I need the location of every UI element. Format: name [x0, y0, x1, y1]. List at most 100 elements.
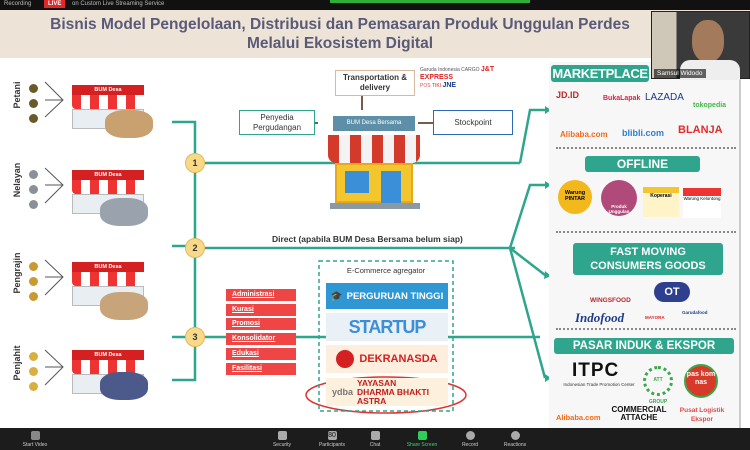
- courier-logo: J&T EXPRESS: [420, 66, 495, 81]
- reactions-button[interactable]: Reactions: [495, 431, 535, 448]
- arrow-line: [508, 247, 547, 379]
- garudafood-logo: Garudafood: [682, 310, 708, 315]
- wingsfood-logo: WINGSFOOD: [590, 297, 631, 304]
- service-item: Edukasi: [226, 348, 296, 360]
- shared-slide: Bisnis Model Pengelolaan, Distribusi dan…: [0, 10, 750, 428]
- direct-label: Direct (apabila BUM Desa Bersama belum s…: [272, 234, 463, 244]
- store-base: [330, 203, 420, 209]
- ecommerce-dashed-box: [318, 260, 454, 412]
- participant-face: [692, 20, 724, 62]
- service-item: Kurasi: [226, 304, 296, 316]
- tokopedia-logo: tokopedia: [693, 102, 727, 109]
- textile-image: [100, 372, 148, 400]
- commercial-attache-logo: COMMERCIAL ATTACHE: [611, 405, 667, 422]
- share-screen-icon: [417, 431, 427, 440]
- graduation-cap-icon: 🎓: [330, 290, 343, 302]
- title-line-2: Melalui Ekosistem Digital: [246, 35, 434, 52]
- step-3-badge: 3: [185, 327, 205, 347]
- screen-share-indicator[interactable]: [330, 0, 530, 3]
- slide-title: Bisnis Model Pengelolaan, Distribusi dan…: [0, 10, 750, 58]
- stream-service-dropdown[interactable]: on Custom Live Streaming Service: [72, 1, 165, 7]
- fisherman-icons: [29, 170, 38, 209]
- highlight-ellipse: [305, 376, 467, 414]
- itpc-logo: ITPC: [572, 360, 620, 381]
- service-item: Administrasi: [226, 289, 296, 301]
- step-2-badge: 2: [185, 238, 205, 258]
- step-1-badge: 1: [185, 153, 205, 173]
- divider: [556, 147, 736, 149]
- warung-pintar-logo: Warung PINTAR: [558, 180, 592, 214]
- blibli-logo: blibli.com: [622, 128, 665, 138]
- recording-indicator[interactable]: Recording: [4, 1, 32, 7]
- zoom-top-bar: Recording LIVE on Custom Live Streaming …: [0, 0, 750, 10]
- arrow-line: [518, 108, 545, 164]
- tailor-icons: [29, 352, 38, 391]
- export-header: PASAR INDUK & EKSPOR: [554, 338, 734, 354]
- start-video-button[interactable]: Start Video: [15, 431, 55, 448]
- service-item: Promosi: [226, 318, 296, 330]
- role-label: Nelayan: [12, 162, 22, 198]
- mayora-logo: MAYORA: [645, 315, 665, 320]
- participants-icon: 80: [327, 431, 337, 440]
- blanja-logo: BLANJA: [678, 124, 723, 136]
- produk-unggulan-logo: Produk Unggulan: [601, 180, 637, 216]
- service-item: Konsolidator: [226, 333, 296, 345]
- indofood-logo: Indofood: [575, 310, 625, 325]
- ot-logo: OT: [654, 282, 690, 302]
- reactions-icon: [510, 431, 520, 440]
- flow-lines: [44, 81, 551, 414]
- warung-logo: Warung Kelontong: [683, 188, 721, 218]
- warehouse-box: Penyedia Pergudangan: [239, 110, 315, 135]
- stockpoint-box: Stockpoint: [433, 110, 513, 135]
- pusat-logistik-logo: Pusat Logistik Ekspor: [679, 407, 725, 423]
- dekranasda-logo-icon: [336, 350, 355, 368]
- title-line-1: Bisnis Model Pengelolaan, Distribusi dan…: [50, 16, 630, 33]
- participant-video[interactable]: Samsul Widodo: [651, 11, 750, 80]
- courier-logo: JNE: [442, 82, 457, 89]
- share-screen-button[interactable]: Share Screen: [402, 431, 442, 448]
- security-button[interactable]: Security: [262, 431, 302, 448]
- koperasi-logo: Koperasi: [643, 187, 679, 217]
- service-item: Fasilitasi: [226, 363, 296, 375]
- store-sign: BUM Desa: [72, 170, 144, 180]
- store-building: [335, 163, 413, 203]
- jdid-logo: JD.ID: [556, 90, 580, 100]
- transport-box: Transportation & delivery: [335, 70, 415, 96]
- record-icon: [465, 431, 475, 440]
- produce-image: [105, 110, 153, 138]
- lazada-logo: LAZADA: [645, 92, 684, 103]
- live-badge[interactable]: LIVE: [44, 0, 66, 8]
- chat-button[interactable]: Chat: [355, 431, 395, 448]
- ydba-logo: ydba: [332, 386, 354, 397]
- courier-logo: TIKI: [431, 83, 442, 89]
- offline-header: OFFLINE: [585, 156, 700, 172]
- courier-logo: POS: [420, 83, 431, 89]
- startup-banner: STARTUP: [326, 313, 448, 341]
- dekranasda-banner: DEKRANASDA: [326, 345, 448, 373]
- participant-name: Samsul Widodo: [654, 69, 706, 78]
- video-off-icon: [30, 431, 40, 440]
- perguruan-tinggi-banner: 🎓PERGURUAN TINGGI: [326, 283, 448, 309]
- courier-logo: Garuda Indonesia CARGO: [420, 67, 480, 73]
- store-awning: [328, 135, 420, 163]
- marketplace-header: MARKETPLACE: [551, 65, 649, 82]
- divider: [556, 231, 736, 233]
- chat-icon: [370, 431, 380, 440]
- fmcg-header: FAST MOVING CONSUMERS GOODS: [573, 243, 723, 275]
- courier-logos: Garuda Indonesia CARGO J&T EXPRESS POS T…: [420, 66, 495, 90]
- itpc-caption: Indonesian Trade Promotion Center: [563, 382, 635, 387]
- divider: [556, 328, 736, 330]
- arrow-line: [508, 183, 545, 249]
- record-button[interactable]: Record: [450, 431, 490, 448]
- bukalapak-logo: BukaLapak: [603, 95, 641, 102]
- craftsman-icons: [29, 262, 38, 301]
- role-label: Penjahit: [12, 345, 22, 381]
- furniture-image: [100, 292, 148, 320]
- store-sign: BUM Desa: [72, 85, 144, 95]
- ecommerce-title: E-Commerce agregator: [346, 266, 426, 275]
- bracket-line: [172, 244, 195, 339]
- paskomnas-logo: pas kom nas: [684, 364, 718, 398]
